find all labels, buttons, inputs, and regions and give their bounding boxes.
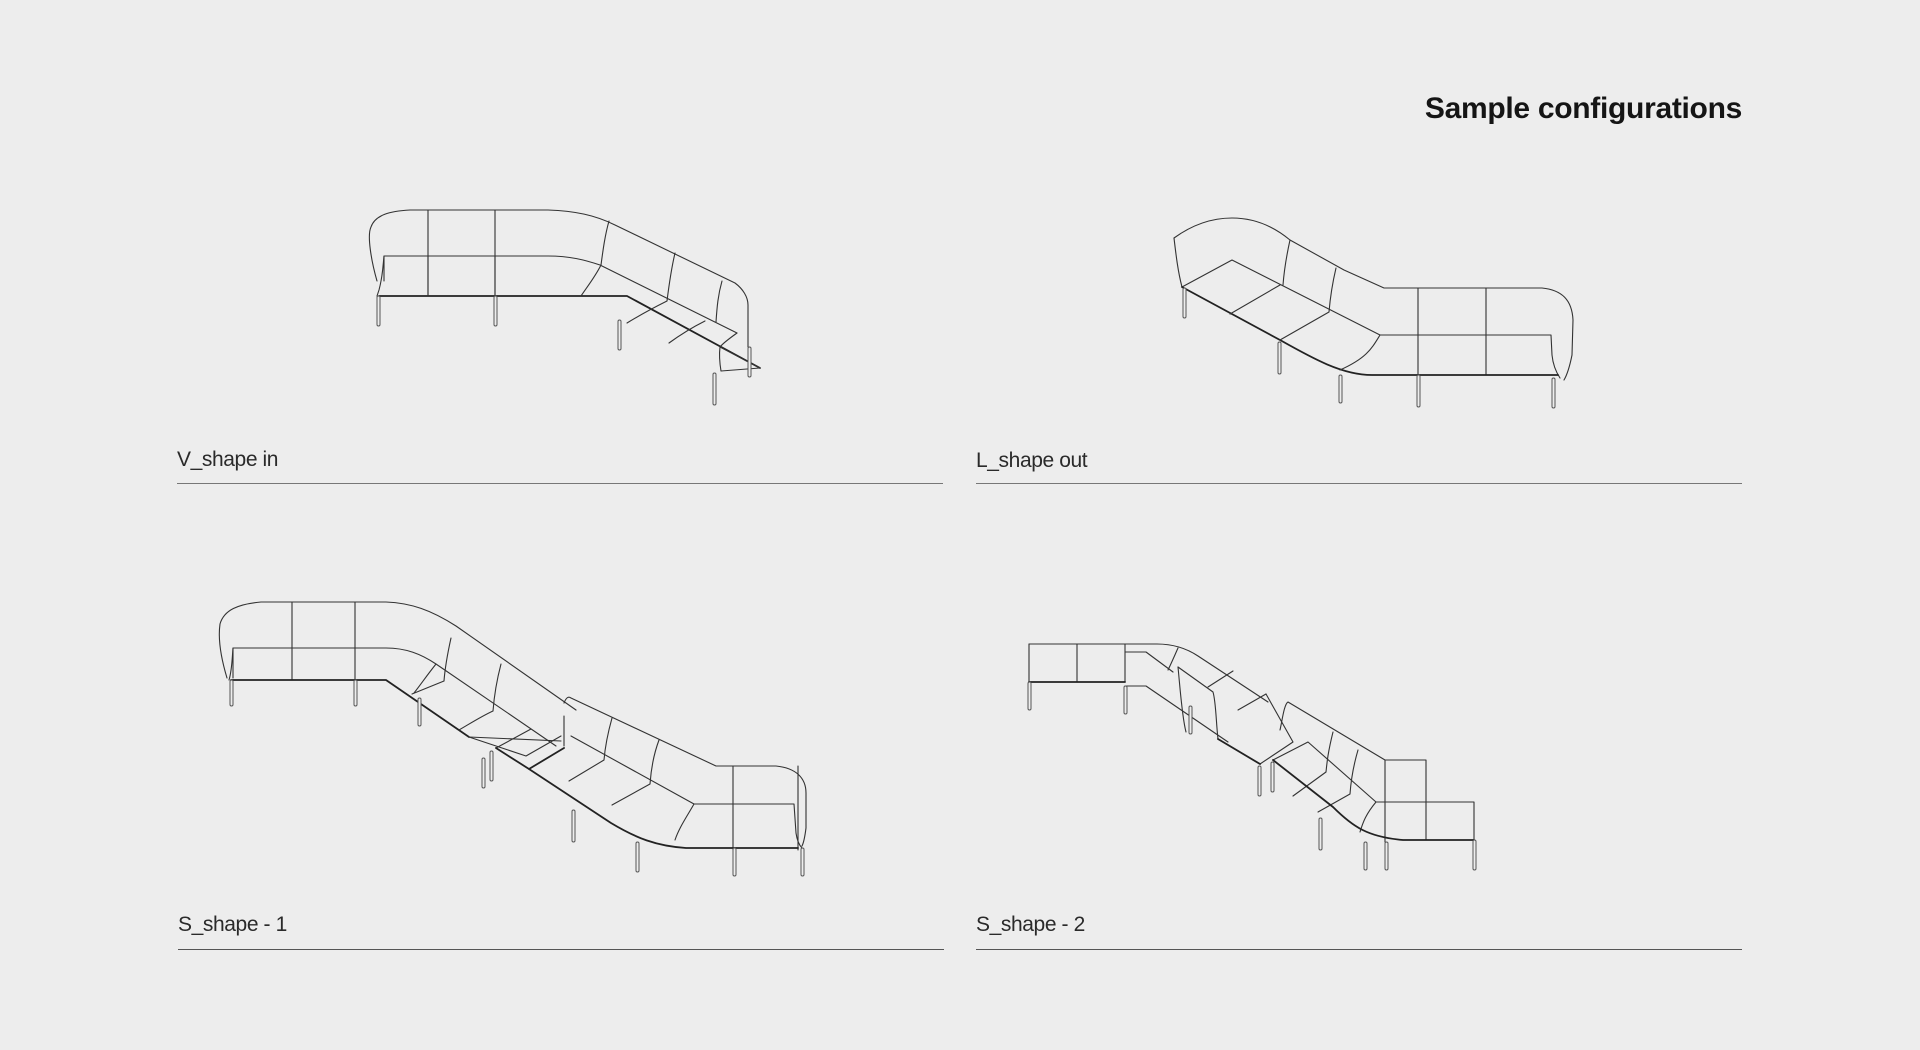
config-s-shape-2: S_shape - 2 bbox=[976, 0, 1742, 970]
sofa-drawing-l-shape-out bbox=[1173, 217, 1574, 409]
divider-line bbox=[178, 949, 944, 950]
config-label: L_shape out bbox=[976, 449, 1088, 472]
sofa-drawing-s-shape-1 bbox=[218, 601, 807, 877]
divider-line bbox=[177, 483, 943, 484]
config-s-shape-1: S_shape - 1 bbox=[178, 0, 944, 970]
config-label: S_shape - 1 bbox=[178, 913, 287, 936]
config-v-shape-in: V_shape in bbox=[177, 0, 943, 500]
divider-line bbox=[976, 949, 1742, 950]
config-l-shape-out: L_shape out bbox=[976, 0, 1742, 500]
page-title: Sample configurations bbox=[1424, 92, 1742, 125]
config-label: V_shape in bbox=[177, 448, 279, 471]
divider-line bbox=[976, 483, 1742, 484]
config-label: S_shape - 2 bbox=[976, 913, 1085, 936]
sofa-drawing-s-shape-2 bbox=[1027, 643, 1477, 871]
sofa-drawing-v-shape-in bbox=[368, 209, 761, 406]
